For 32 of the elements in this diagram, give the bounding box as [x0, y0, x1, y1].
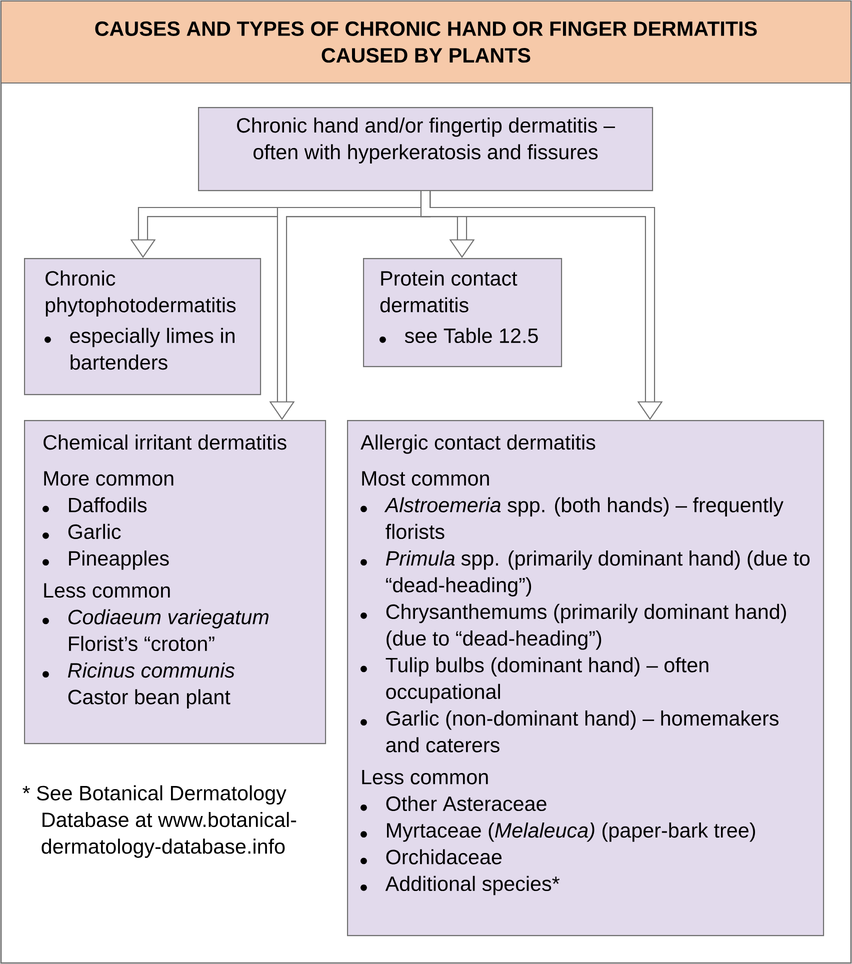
box-heading: Allergic contact dermatitis — [360, 434, 596, 454]
list-item-note: Florist’s “croton” — [69, 636, 214, 652]
list-item: Garlic — [42, 524, 121, 540]
list-item: Primula spp. (primarily dominant hand) (due to “dead-heading”) — [360, 550, 810, 596]
subheading: More common — [44, 471, 174, 486]
list-item: Orchidaceae — [360, 849, 502, 864]
text-box — [198, 107, 654, 192]
text-box — [347, 420, 824, 936]
title: CAUSES AND TYPES OF CHRONIC HAND OR FINGER DERMATITIS CAUSED BY PLANTS — [95, 21, 757, 63]
list-item: Other Asteraceae — [360, 796, 546, 812]
list-item: Myrtaceae (Melaleuca) (paper-bark tree) — [360, 822, 755, 842]
list-item: Pineapples — [42, 550, 169, 570]
list-item: Garlic (non-dominant hand) – homemakers and caterers — [360, 710, 778, 752]
list-item: Chrysanthemums (primarily dominant hand) (due to “dead-heading”) — [360, 604, 786, 650]
subheading: Less common — [44, 583, 170, 598]
box-heading: Chemical irritant dermatitis — [44, 434, 286, 450]
list-item-note: Castor bean plant — [68, 689, 230, 708]
list-item: Tulip bulbs (dominant hand) – often occupational — [360, 657, 708, 704]
text-box — [24, 258, 262, 396]
footnote: * See Botanical Dermatology Database at www.botanical-dermatology-database.info — [22, 785, 296, 858]
text-box — [24, 420, 326, 744]
list-item: Codiaeum variegatum — [42, 609, 268, 628]
text-box — [363, 258, 562, 368]
subheading: Less common — [362, 770, 488, 784]
list-item: Daffodils — [42, 497, 147, 512]
box-text: Chronic hand and/or fingertip dermatitis – often with hyperkeratosis and fissures — [237, 118, 615, 164]
subheading: Most common — [362, 471, 489, 486]
list-item: especially limes in bartenders — [44, 328, 234, 370]
list-item: Ricinus communis — [42, 662, 235, 678]
list-item: see Table 12.5 — [380, 328, 538, 344]
hollow-arrow — [420, 191, 663, 420]
list-item: Additional species* — [360, 876, 560, 896]
